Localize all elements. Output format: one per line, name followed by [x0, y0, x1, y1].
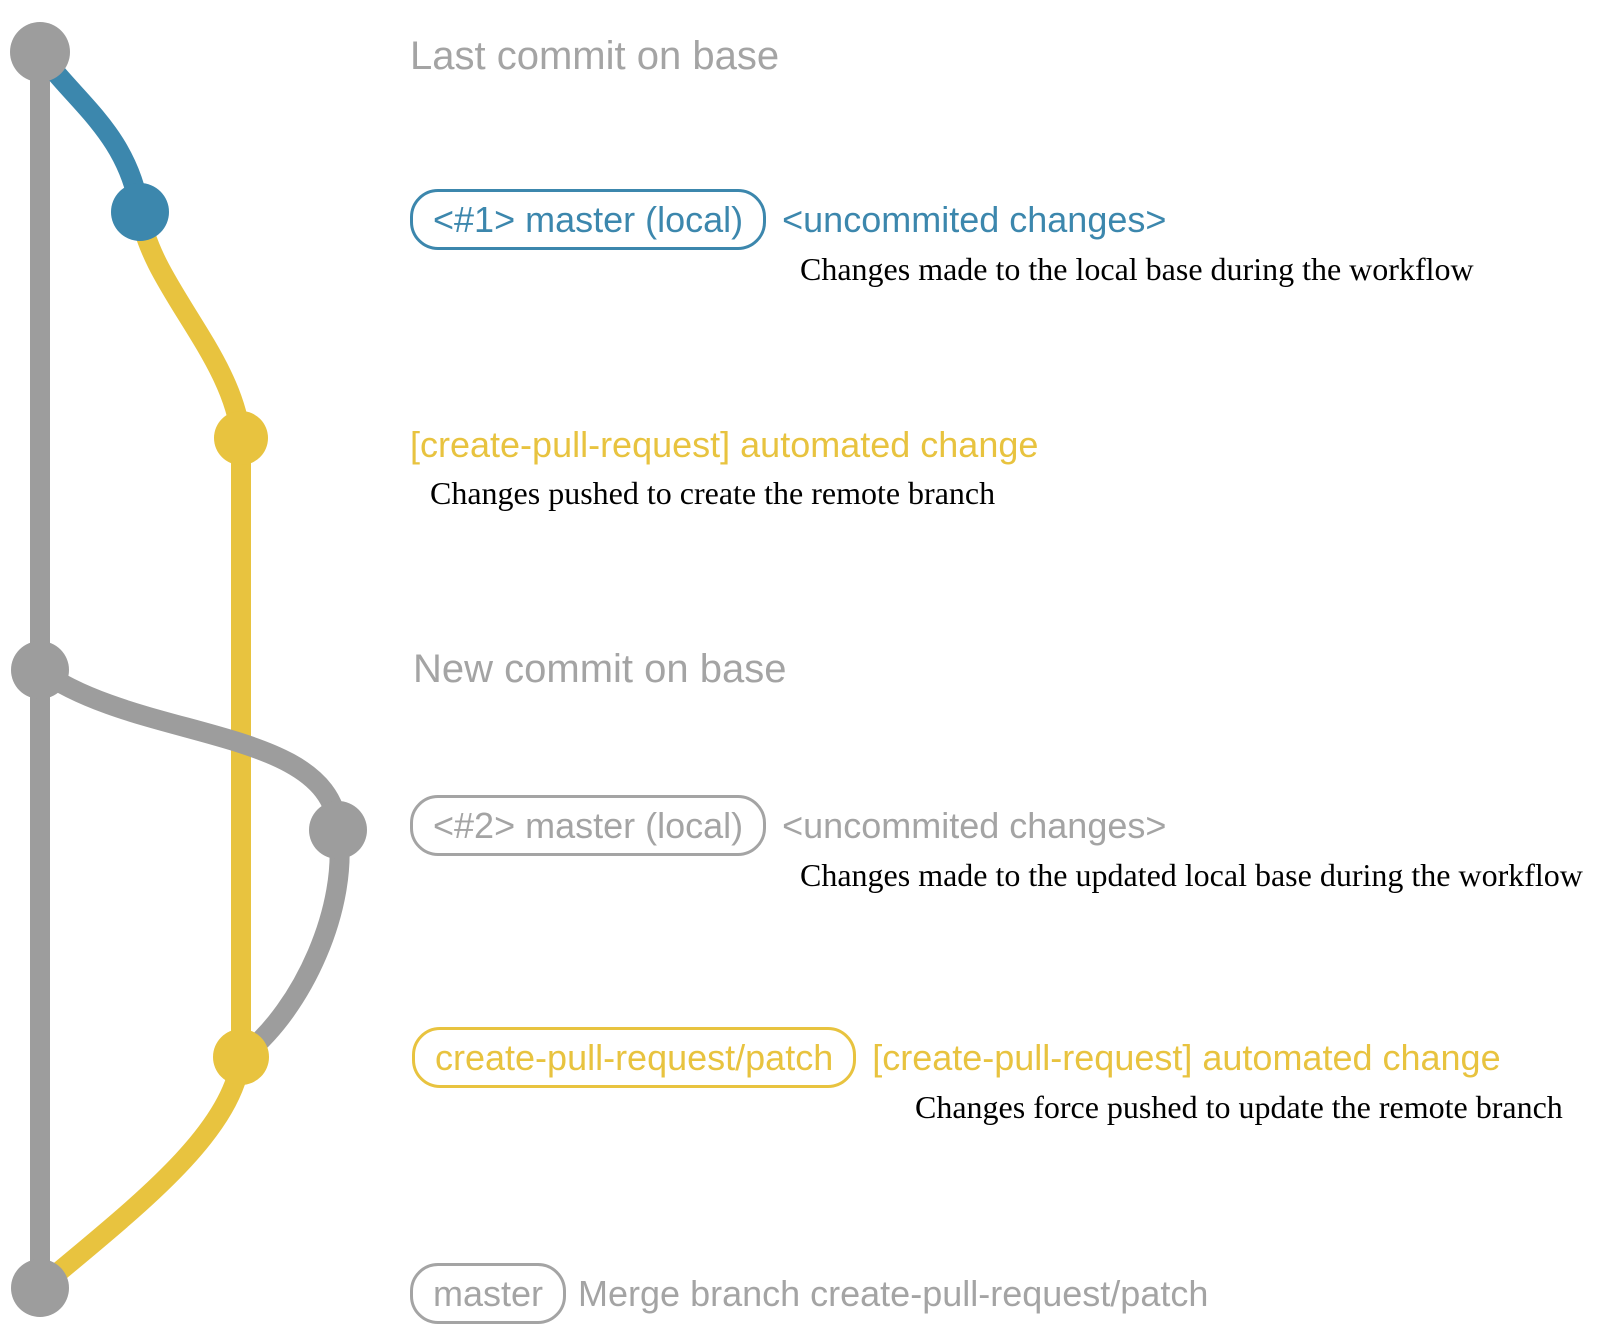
row-patch-branch: create-pull-request/patch [create-pull-r…	[412, 1027, 1501, 1088]
branch-badge-master: master	[410, 1263, 567, 1324]
description-force-push: Changes force pushed to update the remot…	[915, 1089, 1563, 1125]
patch-merge-curve	[32, 1047, 251, 1296]
row-local-commit-1: <#1> master (local) <uncommited changes>	[410, 189, 1166, 250]
commit-message-uncommited-1: <uncommited changes>	[782, 199, 1167, 240]
description-push-create: Changes pushed to create the remote bran…	[430, 475, 996, 511]
commit-message-uncommited-2: <uncommited changes>	[782, 805, 1167, 846]
updated-local-branch-curve	[30, 660, 348, 840]
patch-branch-line	[130, 202, 251, 1067]
description-local-changes-2: Changes made to the updated local base d…	[800, 857, 1583, 893]
branch-badge-create-pull-request-patch: create-pull-request/patch	[412, 1027, 857, 1088]
commit-node-local-2	[309, 801, 367, 859]
commit-message-merge: Merge branch create-pull-request/patch	[578, 1273, 1209, 1314]
annotation-new-commit-on-base: New commit on base	[413, 647, 787, 691]
commit-node-new-base	[11, 641, 69, 699]
branch-badge-master-local-1: <#1> master (local)	[410, 189, 767, 250]
row-local-commit-2: <#2> master (local) <uncommited changes>	[410, 795, 1166, 856]
commit-node-patch-2	[213, 1029, 269, 1085]
commit-node-merge	[11, 1259, 69, 1317]
commit-node-patch-1	[214, 411, 268, 465]
description-local-changes-1: Changes made to the local base during th…	[800, 251, 1474, 287]
commit-message-automated-change-1: [create-pull-request] automated change	[410, 424, 1039, 465]
branch-badge-master-local-2: <#2> master (local)	[410, 795, 767, 856]
force-push-curve	[234, 820, 350, 1065]
commit-message-automated-change-2: [create-pull-request] automated change	[872, 1037, 1501, 1078]
row-merge: master Merge branch create-pull-request/…	[410, 1263, 1208, 1324]
commit-node-last-base	[10, 22, 70, 82]
annotation-last-commit-on-base: Last commit on base	[410, 34, 780, 78]
commit-node-local-1	[111, 183, 169, 241]
